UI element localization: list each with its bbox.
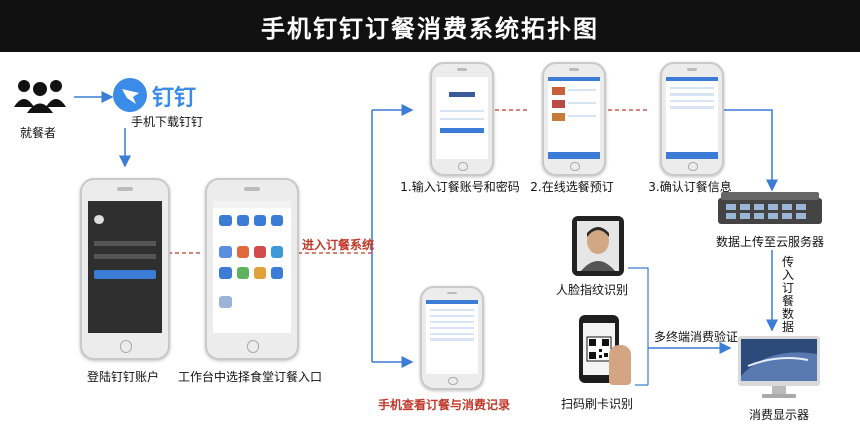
step1-label: 1.输入订餐账号和密码: [400, 180, 520, 194]
consumption-display-icon: [738, 336, 820, 400]
step3-label: 3.确认订餐信息: [648, 180, 732, 194]
mobile-records-label: 手机查看订餐与消费记录: [377, 398, 511, 412]
diagram-title: 手机钉钉订餐消费系统拓扑图: [261, 14, 599, 43]
multi-terminal-label: 多终端消费验证: [654, 330, 739, 344]
workbench-label: 工作台中选择食堂订餐入口: [177, 370, 323, 384]
qr-scan-label: 扫码刷卡识别: [560, 397, 634, 411]
login-label: 登陆钉钉账户: [86, 370, 160, 384]
header-bar: 手机钉钉订餐消费系统拓扑图: [0, 0, 860, 52]
line-face: [628, 267, 649, 385]
step3-phone-mockup: [660, 62, 724, 176]
workbench-phone-mockup: [205, 178, 299, 360]
display-label: 消费显示器: [748, 408, 810, 422]
dingtalk-logo-icon: [113, 78, 147, 112]
login-phone-mockup: [80, 178, 170, 360]
step2-label: 2.在线选餐预订: [530, 180, 614, 194]
download-label: 手机下载钉钉: [130, 115, 204, 129]
face-id-label: 人脸指纹识别: [555, 283, 629, 297]
enter-system-label: 进入订餐系统: [302, 238, 375, 252]
qr-scan-phone-icon: [575, 315, 631, 385]
face-id-phone-icon: [572, 216, 624, 276]
cloud-server-icon: [718, 192, 822, 228]
diner-label: 就餐者: [19, 126, 57, 140]
upload-cloud-label: 数据上传至云服务器: [715, 235, 825, 249]
records-phone-mockup: [420, 286, 484, 390]
diner-group-icon: [12, 77, 68, 113]
dingtalk-logo-text: 钉钉: [152, 86, 197, 111]
step1-phone-mockup: [430, 62, 494, 176]
step2-phone-mockup: [542, 62, 606, 176]
arrow-step3-to-cloud: [722, 109, 778, 192]
transfer-data-label: 传入订餐数据: [782, 255, 795, 334]
